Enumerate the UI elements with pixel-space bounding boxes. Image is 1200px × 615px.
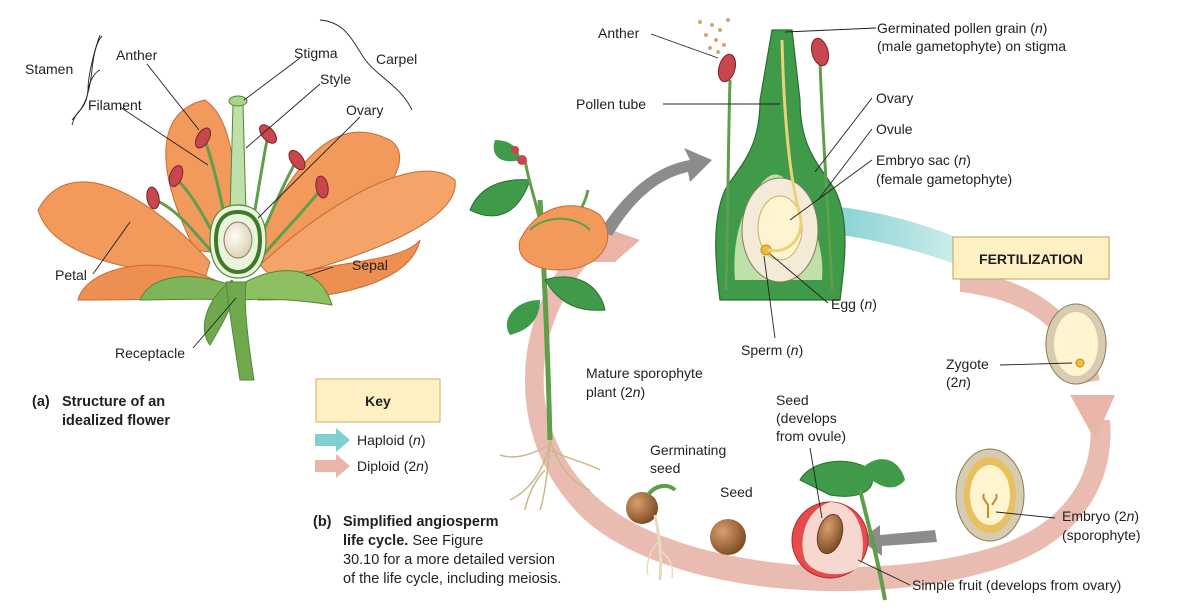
flower-structure: [37, 95, 456, 381]
label-egg: Egg (n): [831, 296, 877, 312]
haploid-cycle-arrow: [820, 205, 975, 268]
label-zygote-1: Zygote: [946, 356, 989, 372]
sepal-shape: [139, 276, 231, 301]
label-ovary-b: Ovary: [876, 90, 913, 106]
caption-a-line1: Structure of an: [62, 394, 165, 410]
label-ovule: Ovule: [876, 121, 913, 137]
label-sperm: Sperm (n): [741, 342, 803, 358]
pollen-grains: [698, 18, 730, 54]
receptacle-shape: [225, 281, 255, 381]
key-title: Key: [365, 393, 391, 409]
key-haploid: Haploid (n): [357, 432, 426, 448]
haploid-arrow-icon: [315, 428, 350, 452]
petal-shape: [259, 170, 456, 281]
label-embryo-1: Embryo (2n): [1062, 508, 1139, 524]
key-box: Key: [315, 378, 441, 423]
simple-fruit: [791, 459, 905, 601]
caption-a-line2: idealized flower: [62, 413, 170, 429]
label-sepal: Sepal: [352, 257, 388, 273]
label-pollen-grain-1: Germinated pollen grain (n): [877, 20, 1047, 36]
label-germinating-1: Germinating: [650, 442, 726, 458]
label-receptacle: Receptacle: [115, 345, 185, 361]
fertilization-box: FERTILIZATION: [952, 236, 1110, 280]
caption-b-line4: of the life cycle, including meiosis.: [343, 571, 561, 587]
caption-b-line1: Simplified angiosperm: [343, 514, 499, 530]
label-simple-fruit: Simple fruit (develops from ovary): [912, 577, 1121, 593]
label-zygote-2: (2n): [946, 374, 971, 390]
zygote-ovule: [1045, 303, 1107, 385]
sporophyte-plant: [469, 140, 609, 511]
stigma-shape: [228, 95, 248, 107]
label-ovary-a: Ovary: [346, 102, 383, 118]
label-mature-1: Mature sporophyte: [586, 365, 703, 381]
label-seed-develops-2: (develops: [776, 410, 837, 426]
label-stamen: Stamen: [25, 61, 73, 77]
label-anther-b: Anther: [598, 25, 640, 41]
caption-a-letter: (a): [32, 394, 50, 410]
embryo-ovule: [955, 448, 1025, 542]
label-embryo-sac-1: Embryo sac (n): [876, 152, 971, 168]
label-style: Style: [320, 71, 351, 87]
label-seed-develops-3: from ovule): [776, 428, 846, 444]
diploid-arrow-icon: [315, 454, 350, 478]
label-petal: Petal: [55, 267, 87, 283]
label-fertilization: FERTILIZATION: [979, 251, 1083, 267]
label-pollen-grain-2: (male gametophyte) on stigma: [877, 38, 1066, 54]
caption-b-line3: 30.10 for a more detailed version: [343, 552, 555, 568]
label-filament: Filament: [88, 97, 142, 113]
ovary-detail: [698, 18, 846, 301]
key-diploid: Diploid (2n): [357, 458, 429, 474]
gray-arrow-icon: [860, 525, 937, 556]
label-seed: Seed: [720, 484, 753, 500]
caption-b-letter: (b): [313, 514, 332, 530]
label-carpel: Carpel: [376, 51, 417, 67]
label-germinating-2: seed: [650, 460, 680, 476]
gray-arrow-icon: [600, 148, 712, 236]
label-embryo-sac-2: (female gametophyte): [876, 171, 1012, 187]
label-embryo-2: (sporophyte): [1062, 527, 1141, 543]
label-anther-a: Anther: [116, 47, 158, 63]
label-stigma: Stigma: [294, 45, 338, 61]
seed-shape: [710, 519, 746, 555]
label-pollen-tube: Pollen tube: [576, 96, 646, 112]
label-mature-2: plant (2n): [586, 384, 645, 400]
caption-b-line2: life cycle. See Figure: [343, 533, 483, 549]
germinating-seed: [626, 483, 677, 581]
sepal-shape: [239, 270, 333, 306]
ovule-shape: [223, 221, 253, 259]
style-shape: [229, 104, 247, 216]
label-seed-develops-1: Seed: [776, 392, 809, 408]
anthers: [146, 124, 329, 210]
